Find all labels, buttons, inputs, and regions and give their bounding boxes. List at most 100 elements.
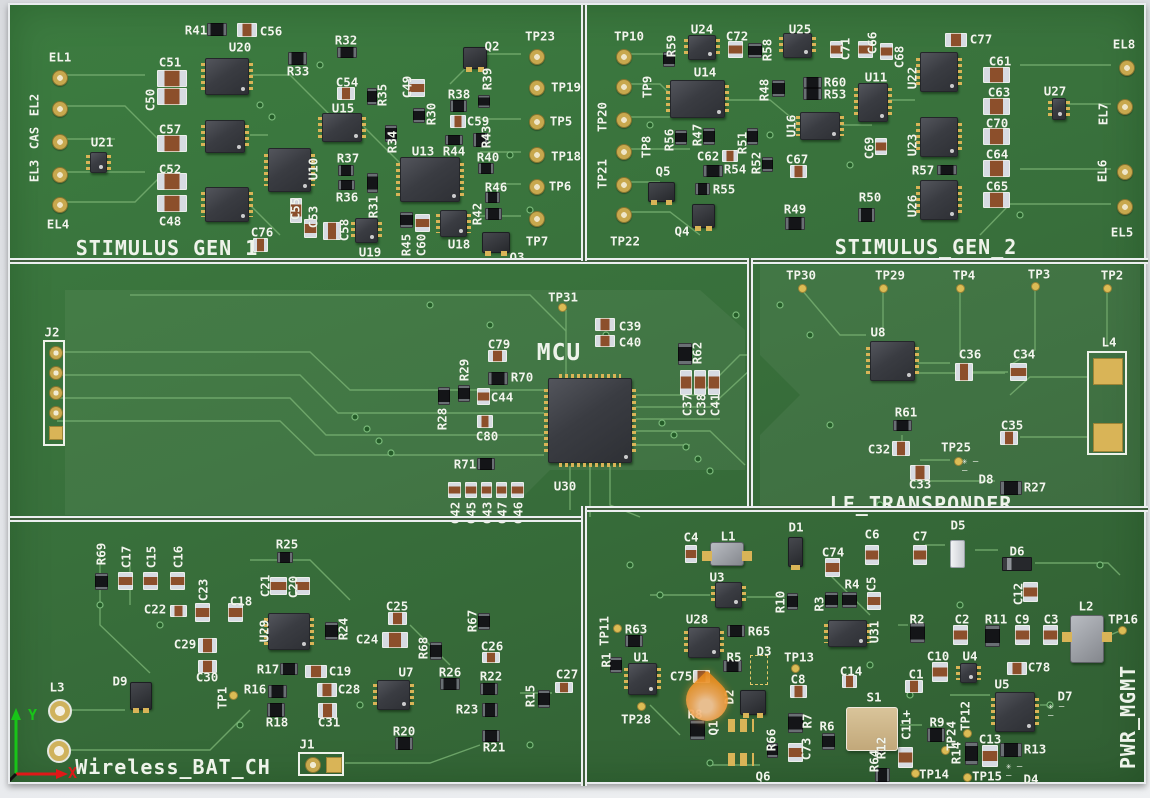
resistor-body [1000, 743, 1022, 757]
coil-pad [48, 699, 72, 723]
capacitor-body [465, 482, 477, 498]
resistor-body [338, 180, 355, 190]
section-divider-lf [747, 258, 753, 511]
transistor-body [463, 47, 487, 72]
capacitor-body [595, 318, 615, 331]
smd-testpoint-pad [911, 769, 920, 778]
capacitor-body [905, 680, 923, 693]
transistor-body [648, 182, 675, 205]
capacitor-body [955, 363, 973, 381]
smd-testpoint-pad [956, 284, 965, 293]
resistor-body [625, 635, 643, 647]
refdes-label: C18 [229, 593, 253, 609]
capacitor-body [408, 79, 425, 97]
refdes-label: R45 [398, 233, 414, 257]
resistor-body [747, 128, 758, 145]
ic-body [779, 33, 816, 58]
ic-body [201, 120, 249, 153]
ic-body [854, 83, 892, 122]
refdes-label: R56 [661, 128, 677, 152]
capacitor-body [270, 577, 287, 595]
capacitor-body [481, 482, 492, 498]
smd-testpoint-pad [941, 746, 950, 755]
refdes-label: R18 [265, 714, 289, 730]
capacitor-body [983, 98, 1010, 115]
refdes-label: R13 [1023, 741, 1047, 757]
refdes-label: C51 [158, 54, 182, 70]
capacitor-body [157, 70, 187, 87]
refdes-label: TP25 [940, 439, 972, 455]
refdes-label: TP18 [550, 148, 582, 164]
refdes-label: C11+ [898, 709, 914, 741]
refdes-label: C25 [385, 598, 409, 614]
refdes-label: C30 [195, 669, 219, 685]
capacitor-body [875, 138, 887, 155]
refdes-label: U22 [904, 66, 920, 90]
capacitor-body [170, 605, 187, 617]
refdes-label: R21 [482, 739, 506, 755]
ic-body [396, 157, 464, 202]
refdes-label: C39 [618, 318, 642, 334]
pad-row [728, 753, 754, 766]
capacitor-body [790, 685, 807, 698]
ic-body [351, 218, 382, 243]
resistor-body [485, 192, 500, 203]
capacitor-body [867, 592, 881, 610]
resistor-body [675, 130, 687, 145]
capacitor-body [195, 603, 210, 622]
capacitor-body [790, 165, 807, 178]
testpoint-pad [529, 179, 545, 195]
refdes-label: J2 [44, 324, 60, 340]
refdes-label: R71 [453, 456, 477, 472]
refdes-label: C33 [908, 476, 932, 492]
connector-j1 [298, 752, 344, 776]
refdes-label: J1 [299, 736, 315, 752]
capacitor-body [304, 219, 317, 238]
capacitor-body [983, 160, 1010, 177]
refdes-label: C41 [707, 393, 723, 417]
refdes-label: L2 [1078, 598, 1094, 614]
resistor-body [875, 768, 890, 782]
refdes-label: TP9 [639, 75, 655, 99]
testpoint-pad [616, 79, 632, 95]
ic-body [916, 180, 962, 220]
resistor-body [703, 165, 723, 177]
refdes-label: C80 [475, 428, 499, 444]
refdes-label: C65 [985, 178, 1009, 194]
refdes-label: EL1 [48, 49, 72, 65]
refdes-label: D4 [1023, 771, 1039, 787]
smd-testpoint-pad [1031, 282, 1040, 291]
ic-body [711, 582, 746, 608]
smd-testpoint-pad [229, 691, 238, 700]
refdes-label: C20 [285, 575, 301, 599]
refdes-label: C15 [143, 545, 159, 569]
resistor-body [985, 625, 1000, 647]
resistor-body [893, 420, 912, 431]
refdes-label: EL4 [46, 216, 70, 232]
resistor-body [762, 157, 773, 172]
refdes-label: Q1 [705, 720, 721, 736]
refdes-label: R24 [335, 617, 351, 641]
electrode-pad [52, 101, 68, 117]
resistor-body [485, 208, 502, 220]
resistor-body [478, 613, 490, 630]
capacitor-body [708, 370, 720, 395]
refdes-label: C76 [250, 224, 274, 240]
resistor-body [690, 720, 705, 740]
smd-testpoint-pad [798, 284, 807, 293]
refdes-label: C34 [1012, 346, 1036, 362]
transistor-body [482, 232, 510, 256]
resistor-body [385, 125, 397, 142]
refdes-label: C24 [355, 631, 379, 647]
resistor-body [325, 622, 338, 640]
electrode-pad [52, 167, 68, 183]
section-title: MCU [536, 340, 582, 366]
resistor-body [430, 642, 442, 660]
refdes-label: Q4 [674, 223, 690, 239]
ic-body [436, 210, 471, 237]
smd-testpoint-pad [791, 664, 800, 673]
resistor-body [395, 737, 413, 750]
refdes-label: R38 [447, 86, 471, 102]
resistor-body [400, 212, 413, 228]
